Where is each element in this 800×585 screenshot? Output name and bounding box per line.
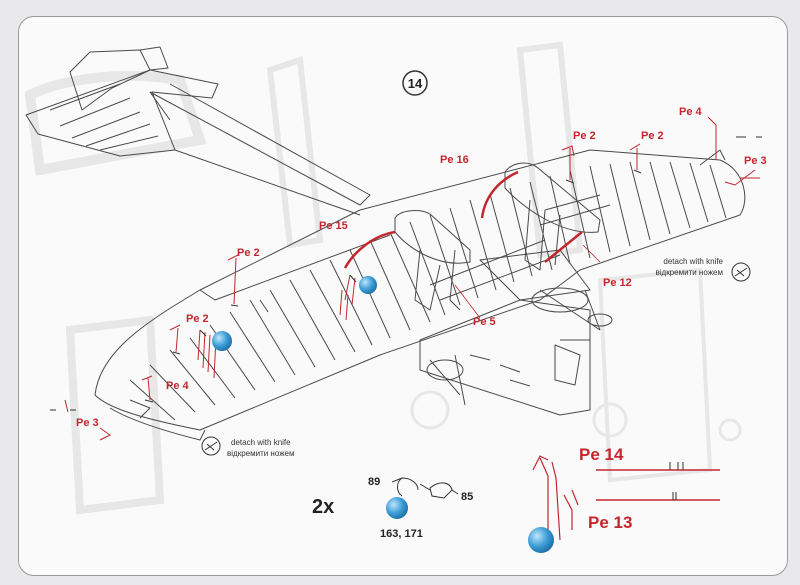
instruction-page	[18, 16, 788, 576]
part-85-label: 85	[461, 491, 473, 503]
detach-note-right-ua: відкремити ножем	[656, 268, 724, 277]
label-pe5: Pe 5	[473, 316, 496, 328]
part-163-171-label: 163, 171	[380, 528, 423, 540]
detach-note-right: detach with knife відкремити ножем	[656, 257, 751, 282]
detach-note-left-ua: відкремити ножем	[227, 449, 295, 458]
label-pe4-right: Pe 4	[679, 106, 703, 118]
label-pe14: Pe 14	[579, 445, 624, 464]
bracket-part	[391, 477, 459, 499]
label-pe15: Pe 15	[319, 220, 348, 232]
hull-and-nacelles	[419, 249, 613, 416]
landing-light-lens	[359, 276, 377, 294]
multiplier-label: 2x	[312, 496, 334, 518]
upper-engines	[394, 162, 611, 311]
label-pe16: Pe 16	[440, 154, 469, 166]
label-pe2-top-right: Pe 2	[641, 130, 664, 142]
label-pe2-top-middle: Pe 2	[573, 130, 596, 142]
label-pe4-left: Pe 4	[166, 380, 190, 392]
aircraft-drawing	[25, 46, 746, 441]
label-pe13: Pe 13	[588, 513, 632, 532]
landing-light-lens-left	[212, 331, 232, 351]
label-pe3-left: Pe 3	[76, 417, 99, 429]
label-pe2-lower-left: Pe 2	[186, 313, 209, 325]
detach-note-left-en: detach with knife	[231, 438, 291, 447]
fuselage-boom	[149, 83, 371, 206]
part-89-label: 89	[368, 476, 380, 488]
lens-part-right	[528, 527, 554, 553]
tail-assembly	[25, 46, 219, 157]
aileron-hinge	[129, 399, 151, 419]
pe13-pe14-detail: Pe 14 Pe 13	[528, 445, 720, 553]
pin-marks	[50, 136, 762, 411]
label-pe3-right: Pe 3	[744, 155, 767, 167]
bleed-through-artwork	[24, 41, 742, 515]
label-pe2-mid-left: Pe 2	[237, 247, 260, 259]
label-pe12: Pe 12	[603, 277, 632, 289]
detach-note-right-en: detach with knife	[663, 257, 723, 266]
light-subassembly: 2x 89 85 163, 171	[312, 476, 473, 540]
step-badge: 14	[402, 70, 428, 96]
lens-part	[386, 497, 408, 519]
step-number: 14	[408, 76, 423, 91]
callout-leaders	[64, 116, 760, 441]
detach-note-left: detach with knife відкремити ножем	[201, 436, 295, 458]
